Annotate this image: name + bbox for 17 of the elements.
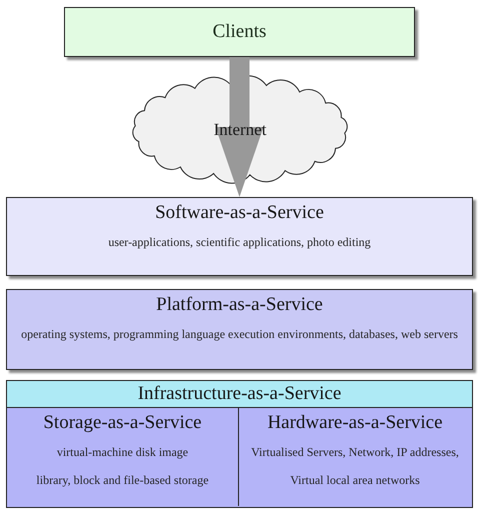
layer-box	[6, 289, 473, 370]
layer-title: Platform-as-a-Service	[156, 293, 323, 317]
layer-box	[6, 197, 473, 276]
layer-title: Storage-as-a-Service	[43, 411, 202, 435]
layer-description: Virtual local area networks	[289, 472, 421, 489]
layer-title: Hardware-as-a-Service	[267, 411, 443, 435]
section-title: Infrastructure-as-a-Service	[138, 382, 342, 406]
client-box	[64, 7, 415, 57]
layer-title: Software-as-a-Service	[155, 201, 324, 225]
group-box	[6, 380, 473, 508]
layer-description: operating systems, programming language execution environments, databases, web servers	[20, 326, 459, 343]
layer-description: library, block and file-based storage	[35, 472, 210, 489]
layer-description: virtual-machine disk image	[56, 444, 190, 461]
block-arrow	[216, 57, 264, 197]
layer-description: user-applications, scientific applications, photo editing	[107, 234, 372, 251]
box-label: Clients	[212, 20, 266, 44]
layer-description: Virtualised Servers, Network, IP addresses,	[250, 444, 460, 461]
